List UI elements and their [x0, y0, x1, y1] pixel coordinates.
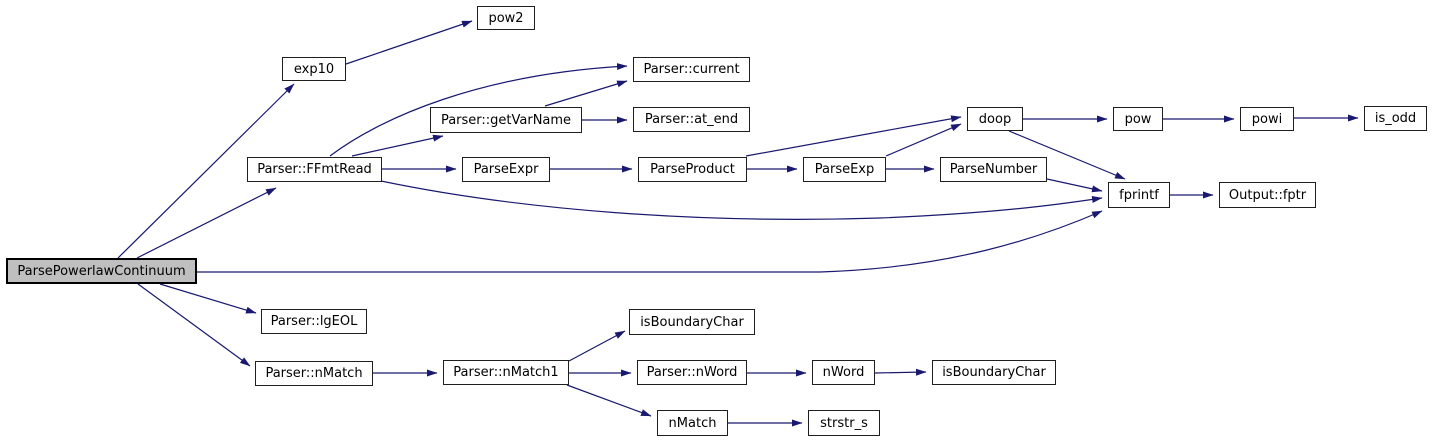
node-parser-ffmt-read[interactable]: Parser::FFmtRead: [247, 157, 382, 182]
node-parse-powerlaw-continuum: ParsePowerlawContinuum: [6, 258, 197, 284]
node-doop[interactable]: doop: [967, 107, 1023, 131]
node-is-boundary-char-1[interactable]: isBoundaryChar: [629, 309, 755, 335]
node-parse-product[interactable]: ParseProduct: [638, 157, 747, 182]
node-parser-at-end[interactable]: Parser::at_end: [633, 107, 750, 132]
node-parser-n-match[interactable]: Parser::nMatch: [255, 361, 373, 386]
node-parse-number[interactable]: ParseNumber: [940, 157, 1047, 182]
edge-parse-powerlaw-continuum--parser-lg-eol: [159, 283, 257, 314]
edge-parse-exp--doop: [885, 123, 962, 157]
edge-parser-n-match1--is-boundary-char-1: [568, 330, 626, 362]
edge-parser-ffmt-read--fprintf: [380, 180, 1103, 220]
node-powi[interactable]: powi: [1240, 107, 1294, 131]
edge-n-word--is-boundary-char-2: [874, 368, 927, 376]
edge-parser-ffmt-read--parser-get-var-name: [351, 134, 444, 157]
edge-parser-n-match1--n-match: [566, 384, 652, 417]
node-parse-exp[interactable]: ParseExp: [803, 157, 886, 182]
node-fprintf[interactable]: fprintf: [1108, 182, 1170, 208]
node-n-word[interactable]: nWord: [812, 360, 875, 385]
edge-parse-powerlaw-continuum--parser-n-match: [137, 283, 251, 367]
edge-exp10--pow2: [345, 20, 473, 65]
node-n-match[interactable]: nMatch: [657, 410, 728, 436]
node-parser-n-match1[interactable]: Parser::nMatch1: [443, 360, 569, 385]
edge-doop--fprintf: [1008, 130, 1126, 180]
node-is-odd[interactable]: is_odd: [1364, 106, 1427, 131]
edge-parse-powerlaw-continuum--parser-ffmt-read: [136, 187, 277, 259]
edge-parse-product--doop: [745, 115, 962, 157]
node-pow2[interactable]: pow2: [477, 6, 535, 30]
edge-parser-ffmt-read--parser-current: [329, 63, 628, 157]
node-strstr-s[interactable]: strstr_s: [808, 410, 880, 436]
node-parser-current[interactable]: Parser::current: [633, 57, 750, 82]
node-is-boundary-char-2[interactable]: isBoundaryChar: [932, 360, 1056, 385]
edge-parse-powerlaw-continuum--exp10: [117, 83, 295, 259]
node-parser-n-word[interactable]: Parser::nWord: [637, 360, 747, 385]
edge-parser-get-var-name--parser-current: [544, 80, 628, 107]
node-pow[interactable]: pow: [1113, 107, 1163, 131]
node-parser-lg-eol[interactable]: Parser::lgEOL: [261, 309, 367, 334]
node-parser-get-var-name[interactable]: Parser::getVarName: [430, 107, 582, 133]
edge-parse-powerlaw-continuum--fprintf: [197, 210, 1103, 273]
node-parse-expr[interactable]: ParseExpr: [462, 157, 550, 182]
node-output-fptr[interactable]: Output::fptr: [1219, 182, 1316, 208]
node-exp10[interactable]: exp10: [282, 57, 346, 81]
edge-parse-number--fprintf: [1046, 178, 1103, 193]
